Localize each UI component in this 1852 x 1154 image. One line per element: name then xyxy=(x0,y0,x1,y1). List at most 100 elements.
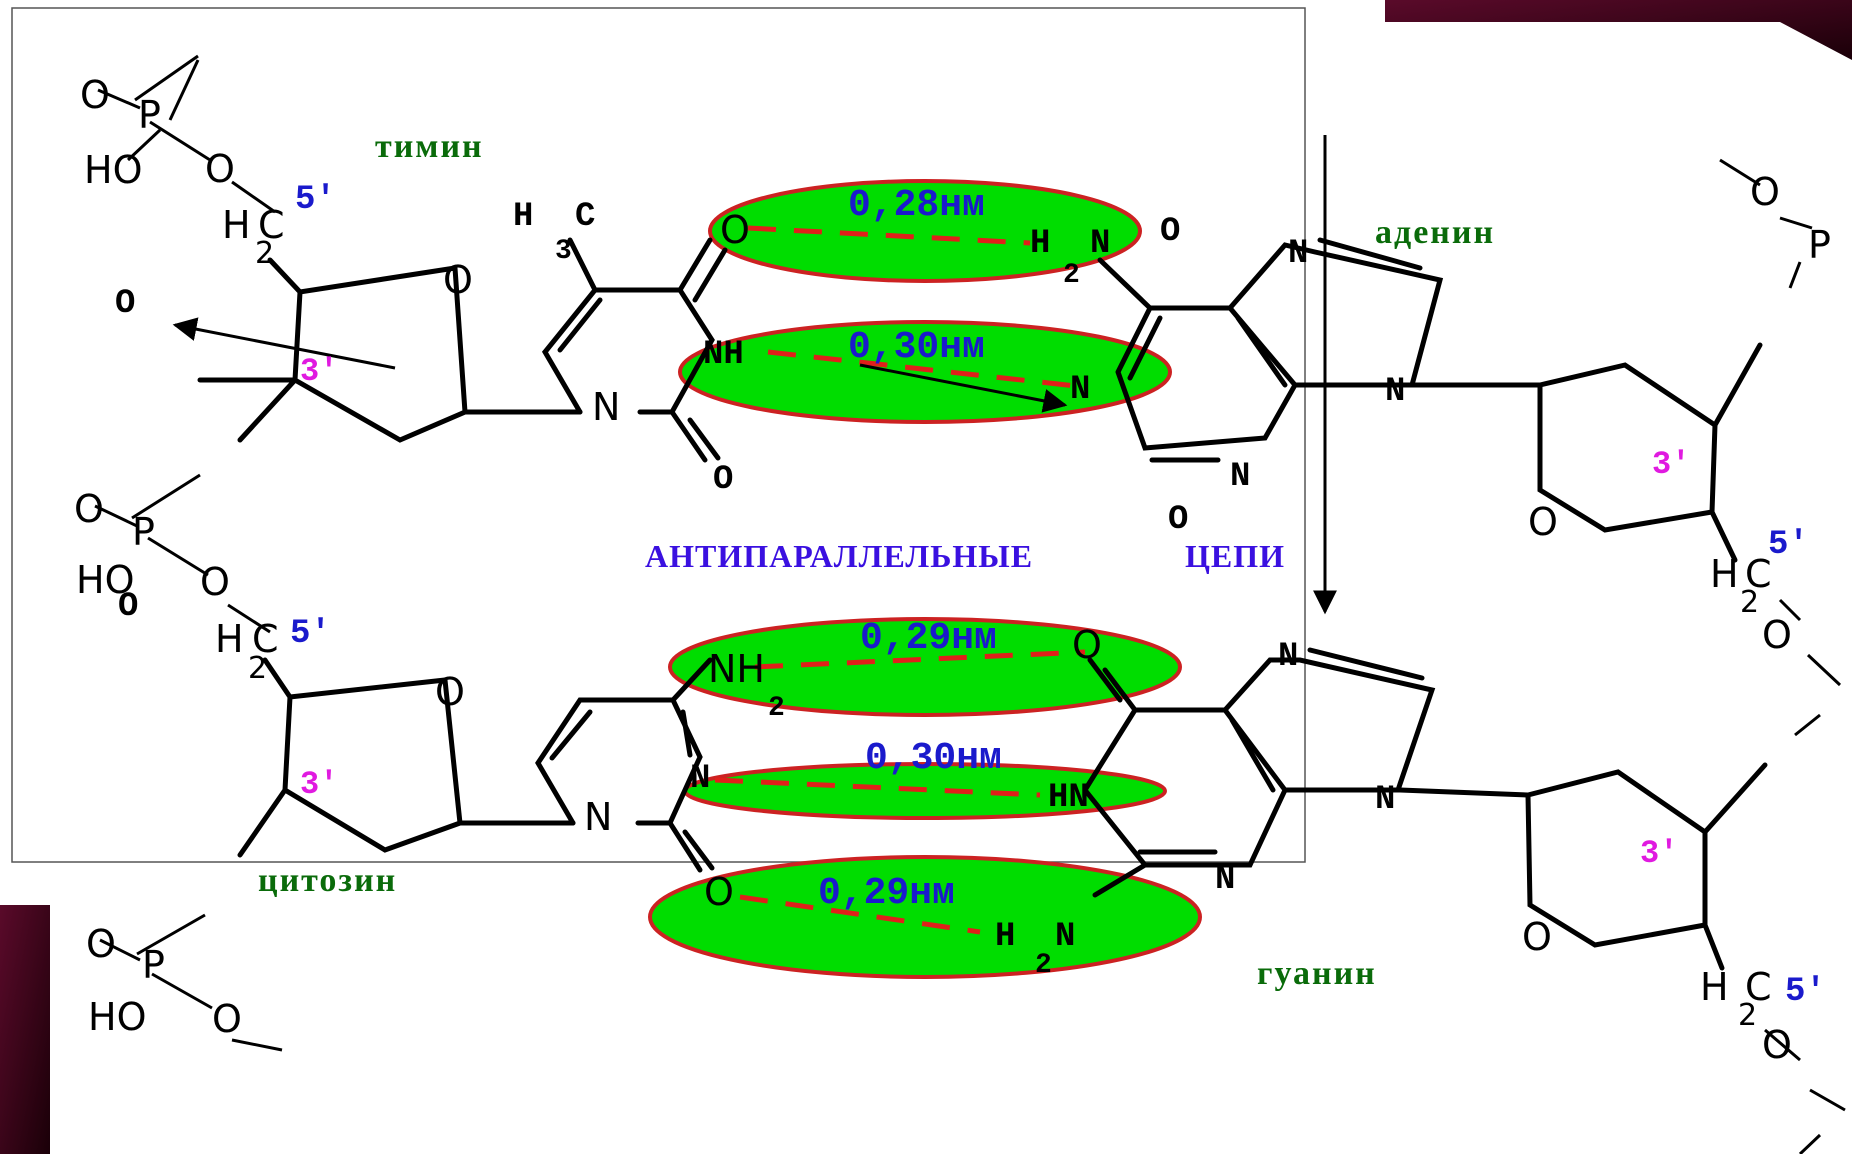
hydrogen-bond-3 xyxy=(754,649,1086,670)
prime-5-left-upper: 5' xyxy=(295,181,336,219)
atom-o-thymine-b: O xyxy=(713,461,733,499)
corner-decoration-top-right xyxy=(1385,0,1852,60)
atom-n-guanine-7: N xyxy=(1278,638,1298,676)
atom-n-adenine-7: N xyxy=(1288,235,1308,273)
atom-n-adenine-1: N xyxy=(1070,371,1090,409)
distance-label-4: 0,30нм xyxy=(865,737,1002,780)
atom-c-right-c5-2: C xyxy=(1745,965,1772,1009)
right-sugar-phosphate-backbone xyxy=(1397,158,1846,1154)
atom-o-p1b: O xyxy=(205,147,235,191)
atom-o-guanine: O xyxy=(1072,623,1102,667)
atom-o-ring-2: O xyxy=(435,670,465,714)
atom-o-right-p2: O xyxy=(1762,613,1792,657)
atom-n-cytosine-1: N xyxy=(584,795,612,839)
atom-nh-cytosine: NH xyxy=(708,647,765,691)
atom-sub2-adenine: 2 xyxy=(1063,260,1080,291)
atom-h-methyl: H xyxy=(513,198,533,236)
prime-5-right-upper: 5' xyxy=(1768,526,1809,564)
bond-pointer-arrow xyxy=(859,363,1068,413)
atom-n-guanine-9: N xyxy=(1375,781,1395,819)
guanine-rings xyxy=(1082,647,1436,898)
atom-ho-p2: HO xyxy=(76,558,134,602)
atom-n-cytosine-3: N xyxy=(690,760,710,798)
atom-h-right-c5-2: H xyxy=(1700,965,1729,1009)
atom-o-right-p1: O xyxy=(1750,170,1780,214)
atom-nh-thymine: NH xyxy=(703,336,744,374)
atom-n-adenine-amine: N xyxy=(1090,225,1110,263)
atom-o-3-1: O xyxy=(115,285,135,323)
prime-3-left-upper: 3' xyxy=(300,353,338,390)
atom-sub2-right-c5-2: 2 xyxy=(1738,998,1757,1033)
atom-n-adenine-9: N xyxy=(1385,373,1405,411)
distance-label-1: 0,28нм xyxy=(848,184,985,227)
atom-ho-p3: HO xyxy=(88,995,146,1039)
hbond-ellipse-3 xyxy=(668,617,1182,717)
atom-n-guanine-amine: N xyxy=(1055,918,1075,956)
diagram-frame xyxy=(11,7,1306,863)
atom-sub2-cytosine: 2 xyxy=(768,693,785,724)
corner-decoration-bottom-left xyxy=(0,905,50,1154)
prime-5-left-lower: 5' xyxy=(290,615,331,653)
atom-o-adenine-bottom: O xyxy=(1168,501,1188,539)
hbond-ellipse-1 xyxy=(708,179,1142,283)
atom-c-c5-2: C xyxy=(252,617,279,661)
hbond-ellipse-5 xyxy=(648,855,1202,979)
atom-sub2-c5-1: 2 xyxy=(255,236,274,271)
prime-3-right-upper: 3' xyxy=(1652,446,1690,483)
hydrogen-bond-2 xyxy=(767,349,1086,390)
atom-o-ring-right-1: O xyxy=(1528,500,1558,544)
distance-label-5: 0,29нм xyxy=(818,872,955,915)
cytosine-ring xyxy=(535,657,715,873)
atom-o-p1a: O xyxy=(80,73,110,117)
thymine-ring xyxy=(541,237,728,463)
label-guanine: гуанин xyxy=(1257,955,1377,992)
atom-o-p3b: O xyxy=(212,997,242,1041)
prime-3-right-lower: 3' xyxy=(1640,835,1678,872)
atom-h-c5-2: H xyxy=(215,617,244,661)
atom-h-guanine-amine: H xyxy=(995,918,1015,956)
atom-o-thymine-a: O xyxy=(720,208,750,252)
atom-c-methyl: C xyxy=(575,198,595,236)
hydrogen-bond-4 xyxy=(714,777,1041,798)
adenine-rings xyxy=(1097,237,1444,463)
label-thymine: тимин xyxy=(375,128,484,165)
distance-label-2: 0,30нм xyxy=(848,326,985,369)
prime-3-left-lower: 3' xyxy=(300,766,338,803)
atom-o-ring-1: O xyxy=(443,258,473,302)
atom-n-guanine-3: N xyxy=(1215,861,1235,899)
atom-o-p2b: O xyxy=(200,560,230,604)
atom-o-p3a: O xyxy=(86,922,116,966)
prime-5-right-lower: 5' xyxy=(1785,973,1826,1011)
atom-c-c5-1: C xyxy=(258,203,285,247)
caption-antiparallel: АНТИПАРАЛЛЕЛЬНЫЕ xyxy=(645,538,1033,574)
atom-c-right-c5-1: C xyxy=(1745,552,1772,596)
atom-h-c5-1: H xyxy=(222,203,251,247)
atom-p-p2: P xyxy=(132,510,155,554)
atom-h-right-c5-1: H xyxy=(1710,552,1739,596)
atom-h-adenine: H xyxy=(1030,225,1050,263)
atom-p-right-p1: P xyxy=(1808,223,1831,267)
hydrogen-bond-5 xyxy=(739,894,981,935)
atom-o-3-2: O xyxy=(118,588,138,626)
caption-chains: ЦЕПИ xyxy=(1185,538,1285,574)
distance-label-3: 0,29нм xyxy=(860,617,997,660)
atom-n-thymine: N xyxy=(592,385,620,429)
atom-p-p1: P xyxy=(138,93,161,137)
hydrogen-bond-1 xyxy=(747,225,1031,246)
atom-p-p3: P xyxy=(142,943,165,987)
left-sugar-phosphate-backbone xyxy=(94,54,583,1052)
label-cytosine: цитозин xyxy=(258,862,397,899)
atom-o-ring-right-2: O xyxy=(1522,915,1552,959)
atom-o-adenine-top: O xyxy=(1160,213,1180,251)
atom-o-right-p3: O xyxy=(1762,1023,1792,1067)
atom-sub2-c5-2: 2 xyxy=(248,651,267,686)
atom-sub3-methyl: 3 xyxy=(555,236,572,267)
atom-hn-guanine: HN xyxy=(1048,779,1089,817)
atom-sub2-guanine-amine: 2 xyxy=(1035,950,1052,981)
atom-o-p2a: O xyxy=(74,487,104,531)
atom-n-adenine-3: N xyxy=(1230,458,1250,496)
atom-ho-p1: HO xyxy=(84,148,142,192)
atom-o-cytosine: O xyxy=(704,870,734,914)
atom-sub2-right-c5-1: 2 xyxy=(1740,585,1759,620)
